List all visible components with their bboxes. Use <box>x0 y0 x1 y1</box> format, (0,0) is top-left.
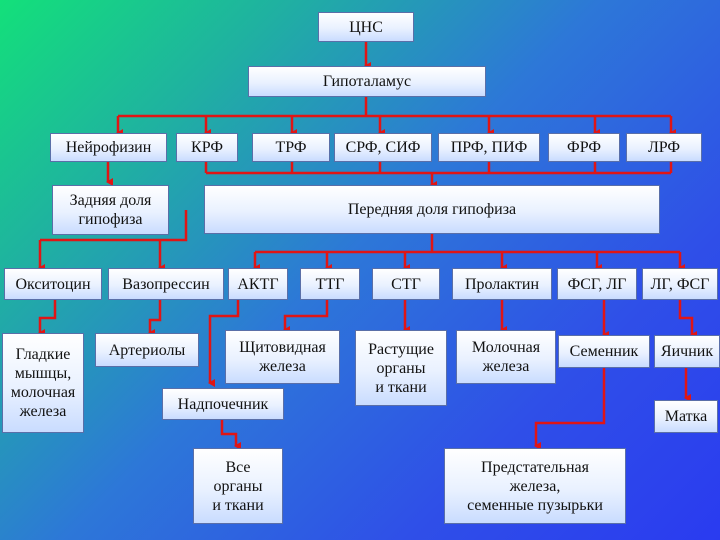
node-stg: СТГ <box>372 268 440 300</box>
node-growing-organs: Растущие органы и ткани <box>355 330 447 406</box>
arrow-lh-ovary <box>678 300 697 339</box>
node-oxytocin: Окситоцин <box>4 268 102 300</box>
node-testis: Семенник <box>558 335 650 368</box>
line-factors-bus <box>204 162 673 173</box>
node-vasopressin: Вазопрессин <box>108 268 224 300</box>
node-frf: ФРФ <box>548 133 620 162</box>
node-mammary: Молочная железа <box>456 330 556 384</box>
node-posterior-pituitary: Задняя доля гипофиза <box>52 185 169 235</box>
arrow-vasopressin-arterioles <box>148 300 162 337</box>
node-acth: АКТГ <box>228 268 288 300</box>
node-adrenal: Надпочечник <box>162 388 284 420</box>
node-tsh: ТТГ <box>300 268 360 300</box>
node-prf-pif: ПРФ, ПИФ <box>438 133 540 162</box>
arrow-oxytocin-smooth <box>38 300 57 337</box>
node-hypothalamus: Гипоталамус <box>248 66 486 97</box>
node-krf: КРФ <box>176 133 238 162</box>
node-anterior-pituitary: Передняя доля гипофиза <box>204 185 660 234</box>
node-lh-fsh: ЛГ, ФСГ <box>642 268 718 300</box>
node-smooth-muscle: Гладкие мышцы, молочная железа <box>2 333 84 433</box>
node-cns: ЦНС <box>318 12 414 42</box>
node-thyroid: Щитовидная железа <box>225 330 340 384</box>
node-lrf: ЛРФ <box>626 133 702 162</box>
node-fsh-lh: ФСГ, ЛГ <box>557 268 637 300</box>
arrow-adrenal-all <box>220 420 241 450</box>
node-prolactin: Пролактин <box>452 268 552 300</box>
node-arterioles: Артериолы <box>95 333 199 367</box>
node-uterus: Матка <box>654 400 718 433</box>
node-neurophysin: Нейрофизин <box>50 133 167 162</box>
node-srf-sif: СРФ, СИФ <box>334 133 432 162</box>
node-trf: ТРФ <box>252 133 330 162</box>
node-ovary: Яичник <box>654 335 720 368</box>
node-all-organs: Все органы и ткани <box>193 448 283 524</box>
node-prostate: Предстательная железа, семенные пузырьки <box>444 448 626 524</box>
arrow-tsh-thyroid <box>283 300 329 334</box>
